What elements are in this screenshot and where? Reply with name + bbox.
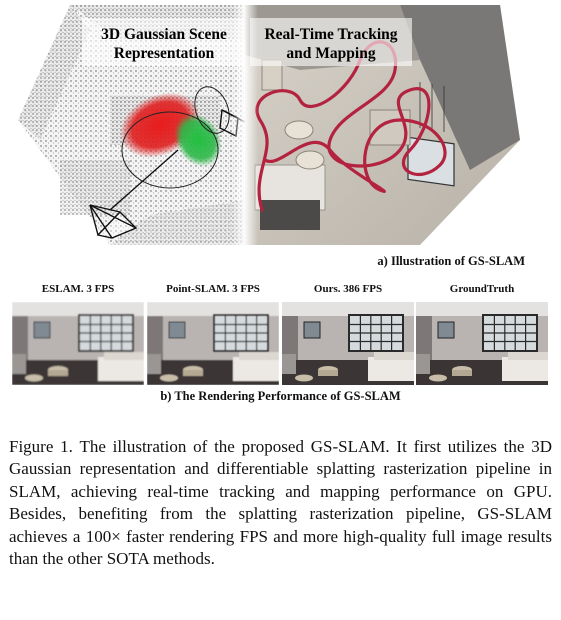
- room-render-graphic: [147, 302, 279, 385]
- method-label-point-slam: Point-SLAM. 3 FPS: [166, 283, 260, 295]
- room-render-graphic: [282, 302, 414, 385]
- render-thumbnail-eslam: [12, 302, 144, 385]
- render-thumbnail-groundtruth: [416, 302, 548, 385]
- right-panel-label: Real-Time Tracking and Mapping: [264, 26, 398, 62]
- method-label-groundtruth: GroundTruth: [449, 283, 515, 295]
- camera-frustum-icon: [89, 149, 179, 239]
- room-render-graphic: [416, 302, 548, 385]
- method-label-eslam: ESLAM. 3 FPS: [41, 283, 115, 295]
- room-render-graphic: [12, 302, 144, 385]
- figure-caption-text: The illustration of the proposed GS-SLAM…: [9, 437, 552, 569]
- camera-trajectory: [255, 40, 447, 212]
- gs-slam-illustration: 3D Gaussian Scene Representation Real-Ti…: [0, 0, 561, 252]
- subfigure-caption-b: b) The Rendering Performance of GS-SLAM: [160, 389, 401, 403]
- figure-number: Figure 1.: [9, 437, 73, 456]
- render-thumbnail-point-slam: [147, 302, 279, 385]
- illustration-graphic: [18, 0, 520, 252]
- method-label-ours: Ours. 386 FPS: [313, 283, 383, 295]
- green-gaussian: [174, 113, 222, 167]
- subfigure-caption-a: a) Illustration of GS-SLAM: [377, 254, 525, 268]
- figure-caption: Figure 1. The illustration of the propos…: [9, 436, 552, 570]
- render-thumbnail-ours: [282, 302, 414, 385]
- left-panel-label: 3D Gaussian Scene Representation: [101, 26, 227, 62]
